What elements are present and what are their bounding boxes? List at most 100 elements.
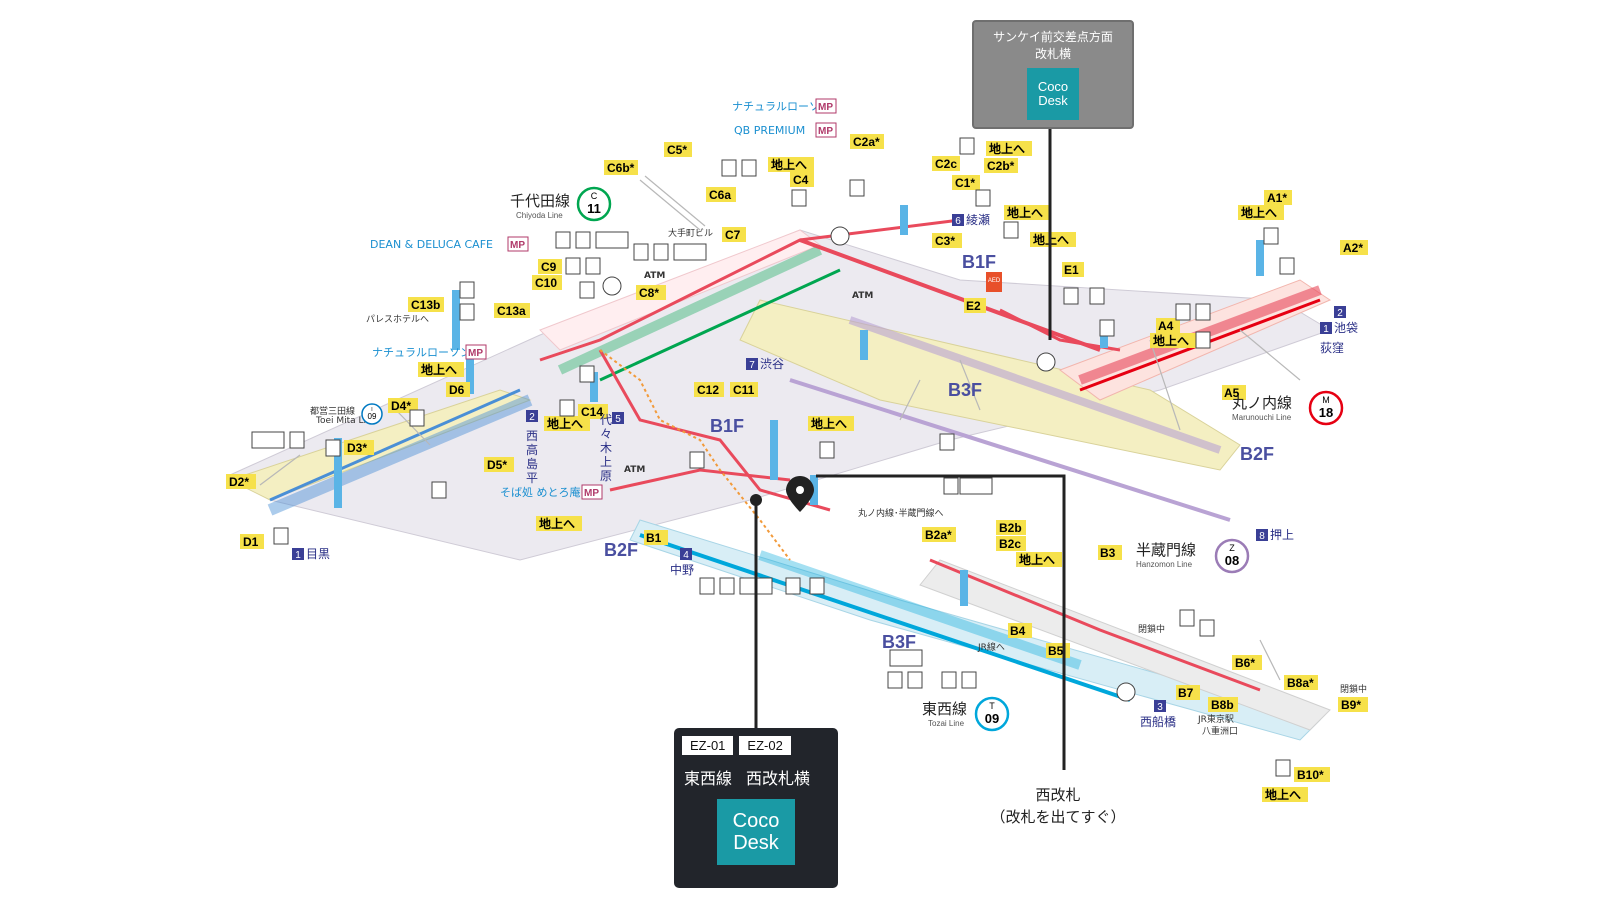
svg-text:大手町ビル: 大手町ビル [668,227,713,239]
line-badge-chiyoda: 千代田線 Chiyoda Line C 11 [510,186,612,222]
booth-code-1: EZ-01 [682,736,734,755]
line-badge-hanzomon: 半蔵門線 Hanzomon Line Z 08 [1136,538,1250,574]
to-ground-label: 地上へ [1019,552,1055,567]
floor-labels: B1F B3F B1F B2F B2F B3F [604,252,1274,652]
svg-text:B6*: B6* [1235,656,1255,670]
svg-text:C11: C11 [733,383,755,397]
svg-text:上: 上 [600,455,612,469]
svg-text:丸ノ内線･半蔵門線へ: 丸ノ内線･半蔵門線へ [858,507,944,519]
facility-icons [251,137,1295,777]
svg-text:B2c: B2c [999,537,1021,551]
exit-d6: D6 [446,382,470,397]
exit-b3: B3 [1098,545,1122,560]
svg-text:そば処 めとろ庵: そば処 めとろ庵 [500,485,581,499]
exit-b2a: B2a* [922,527,956,542]
svg-text:々: 々 [600,427,612,441]
exit-c6a: C6a [706,187,736,202]
svg-text:D3*: D3* [347,441,367,455]
svg-text:2: 2 [529,412,535,423]
exit-d3: D3* [344,440,374,455]
svg-text:C: C [591,191,598,201]
svg-text:池袋: 池袋 [1334,321,1358,335]
exit-c6b: C6b* [604,160,638,175]
svg-text:C12: C12 [697,383,719,397]
coco-desk-logo: Coco Desk [1027,68,1079,120]
svg-text:D5*: D5* [487,458,507,472]
exit-c2a: C2a* [850,134,884,149]
svg-text:5: 5 [615,414,621,425]
svg-text:B10*: B10* [1297,768,1324,782]
exit-b7: B7 [1176,685,1200,700]
svg-text:代: 代 [600,413,612,427]
floor-b2f-west: B2F [604,540,638,560]
svg-text:D6: D6 [449,383,465,397]
exit-b1: B1 [644,530,668,545]
svg-text:7: 7 [749,360,755,371]
line-badge-tozai: 東西線 Tozai Line T 09 [922,696,1010,732]
svg-text:Hanzomon Line: Hanzomon Line [1136,560,1193,569]
to-ground-label: 地上へ [1265,787,1301,802]
svg-text:半蔵門線: 半蔵門線 [1136,541,1196,559]
svg-text:西: 西 [526,429,538,443]
callout-line-name: 東西線 [684,769,733,788]
exit-c12: C12 [694,382,724,397]
svg-text:Toei Mita Line: Toei Mita Line [315,416,378,426]
exit-d1: D1 [240,534,264,549]
svg-text:E1: E1 [1064,263,1079,277]
exit-d5: D5* [484,457,514,472]
to-ground-label: 地上へ [771,157,807,172]
line-badge-marunouchi: 丸ノ内線 Marunouchi Line M 18 [1232,390,1344,426]
exit-b4: B4 [1008,623,1032,638]
svg-text:C2a*: C2a* [853,135,880,149]
svg-text:1: 1 [1323,324,1329,335]
svg-text:4: 4 [683,550,689,561]
svg-text:3: 3 [1157,702,1163,713]
svg-text:Chiyoda Line: Chiyoda Line [516,211,563,220]
exit-c14: C14 [578,404,608,419]
svg-text:Marunouchi Line: Marunouchi Line [1232,413,1292,422]
svg-text:MP: MP [818,102,833,113]
svg-text:C4: C4 [793,173,809,187]
exit-labels: C6b* C5* C6a C4 C2a* C2c C2b* C1* C3* C7… [226,134,1368,782]
exit-c2b: C2b* [984,158,1018,173]
svg-text:MP: MP [510,240,525,251]
svg-text:都営三田線: 都営三田線 [310,405,355,417]
svg-text:C6b*: C6b* [607,161,635,175]
svg-text:MP: MP [818,126,833,137]
svg-text:C9: C9 [541,260,557,274]
dir-ogikubo: 1 荻窪 [1320,322,1344,355]
svg-text:09: 09 [985,711,999,726]
floor-b1f-east: B1F [962,252,996,272]
to-ground-label: 地上へ [547,416,583,431]
exit-b8a: B8a* [1284,675,1318,690]
track-lines [259,175,1322,702]
exit-c3: C3* [932,233,962,248]
dir-nakano: 4中野 [670,548,694,577]
svg-text:東西線: 東西線 [922,700,967,718]
svg-text:2: 2 [1337,308,1343,319]
exit-c8: C8* [636,285,666,300]
to-ground-label: 地上へ [811,416,847,431]
callout-location-name: 西改札横 [746,769,811,788]
floor-b1f-west: B1F [710,416,744,436]
exit-c2c: C2c [932,156,960,171]
exit-b9: B9* [1338,697,1368,712]
exit-b10: B10* [1294,767,1330,782]
svg-text:荻窪: 荻窪 [1320,340,1344,355]
exit-c7: C7 [722,227,746,242]
exit-a2: A2* [1340,240,1368,255]
svg-text:B1: B1 [646,531,662,545]
svg-text:6: 6 [955,216,961,227]
exit-c4: C4 [790,172,814,187]
svg-text:MP: MP [584,488,599,499]
svg-text:B5: B5 [1048,644,1064,658]
to-ground-label: 地上へ [1007,205,1043,220]
svg-text:11: 11 [587,201,601,216]
to-ground-label: 地上へ [421,362,457,377]
exit-b5: B5 [1046,643,1070,658]
svg-text:千代田線: 千代田線 [510,192,570,210]
